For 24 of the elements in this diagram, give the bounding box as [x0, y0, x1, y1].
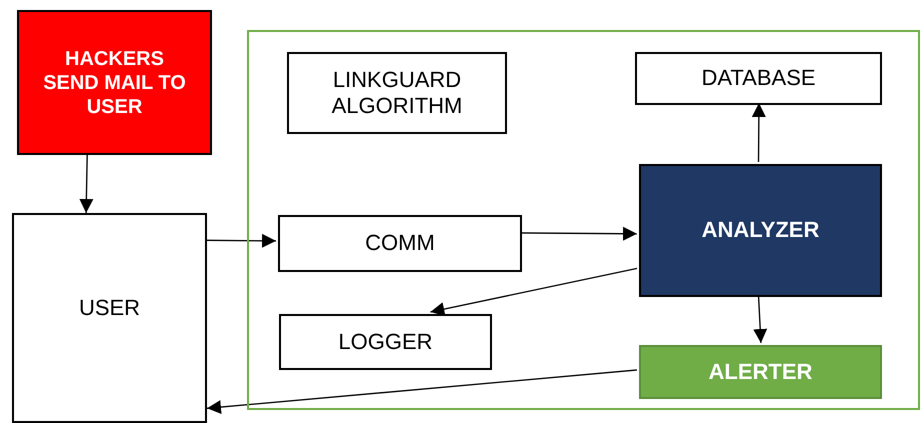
- system-boundary: [247, 30, 920, 410]
- node-label: ALERTER: [708, 358, 814, 386]
- arrow: [753, 294, 768, 344]
- arrow: [430, 268, 638, 316]
- arrow: [79, 154, 94, 214]
- node-label: DATABASE: [700, 65, 817, 92]
- node-label: HACKERS SEND MAIL TO USER: [42, 46, 187, 118]
- node-label: ANALYZER: [700, 217, 820, 244]
- arrow: [207, 234, 276, 248]
- process-box: [639, 345, 882, 399]
- arrow: [752, 103, 766, 162]
- source-box: [17, 10, 212, 155]
- node-label: USER: [78, 295, 142, 322]
- process-box: [635, 52, 882, 105]
- node-label: LOGGER: [337, 328, 434, 356]
- process-box: [287, 52, 507, 134]
- node-label: COMM: [364, 230, 436, 257]
- arrow: [520, 226, 637, 241]
- node-label: LINKGUARD ALGORITHM: [330, 66, 464, 120]
- process-box: [639, 164, 882, 297]
- process-box: [278, 215, 522, 272]
- user-box: [12, 213, 207, 423]
- process-box: [279, 314, 492, 370]
- arrow: [206, 369, 638, 414]
